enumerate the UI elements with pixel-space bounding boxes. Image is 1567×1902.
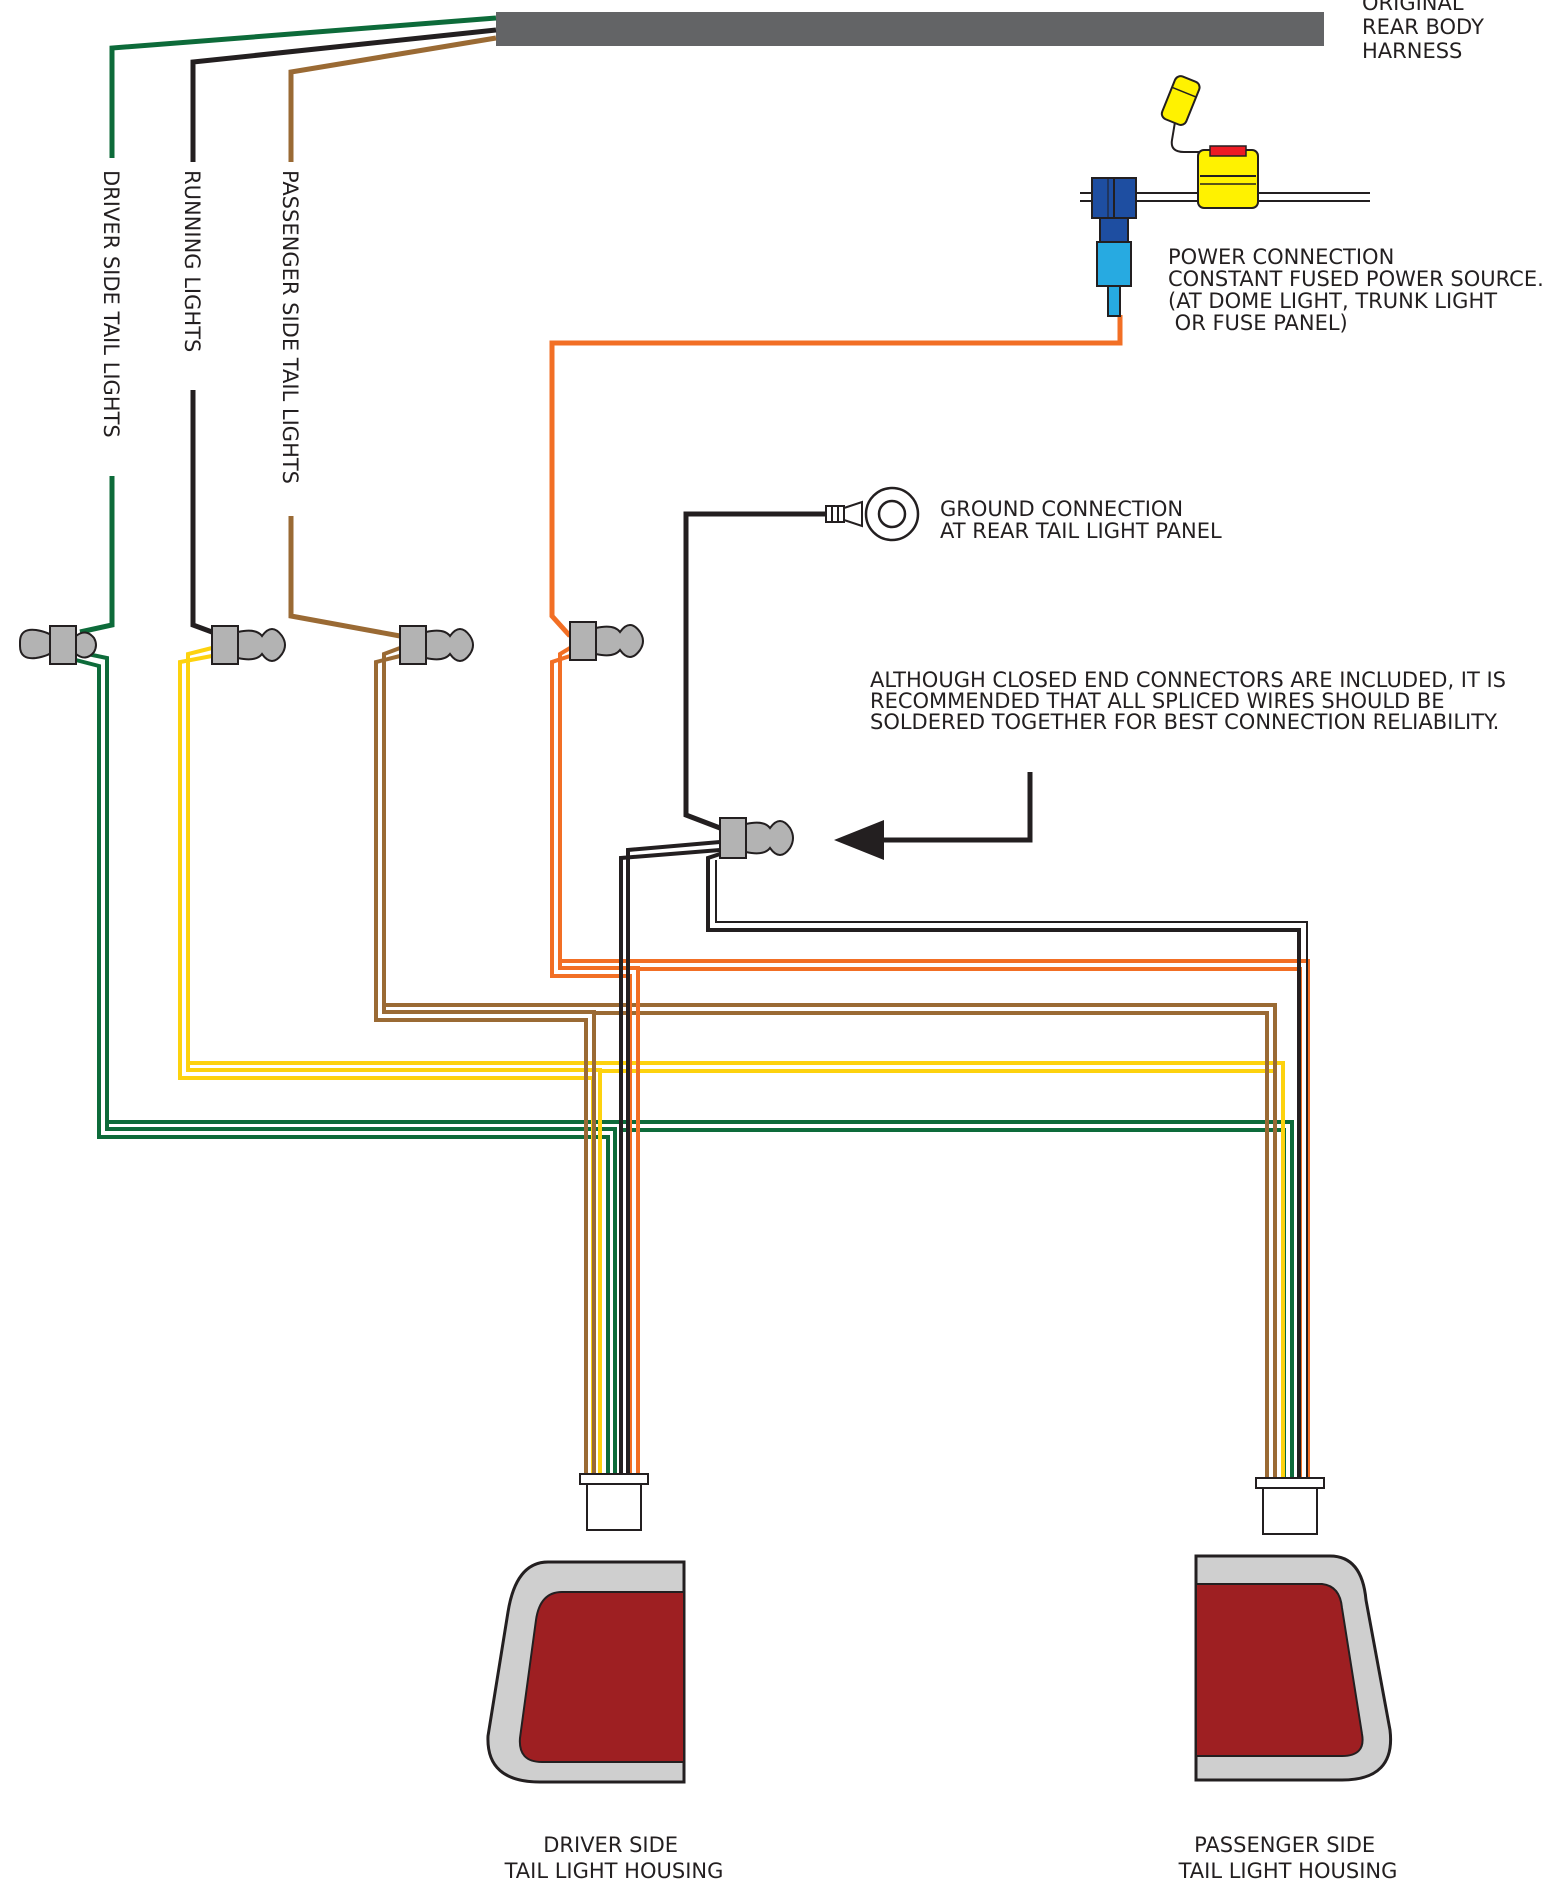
ground-connection-label: GROUND CONNECTION AT REAR TAIL LIGHT PAN… (940, 497, 1222, 543)
wire-green-passenger (107, 1120, 1294, 1482)
wire-black-ground-driver-b (619, 848, 721, 1478)
driver-housing-label: DRIVER SIDE TAIL LIGHT HOUSING (504, 1833, 724, 1883)
power-connection-label: POWER CONNECTION CONSTANT FUSED POWER SO… (1168, 245, 1550, 335)
harness-label: ORIGINAL REAR BODY HARNESS (1362, 0, 1491, 63)
wire-green-driver-b (67, 656, 610, 1478)
passenger-housing-plug (1255, 1477, 1325, 1535)
wire-black-mid (190, 390, 213, 635)
splice-connector-ground (719, 817, 794, 859)
passenger-side-tail-lights-label: PASSENGER SIDE TAIL LIGHTS (278, 170, 302, 484)
splice-connector-orange (569, 621, 644, 661)
note-arrow-line (872, 772, 1033, 843)
soldering-note: ALTHOUGH CLOSED END CONNECTORS ARE INCLU… (870, 668, 1513, 734)
wire-orange-driver (558, 646, 640, 1478)
fuse-tap (1080, 75, 1370, 209)
splice-connector-green (19, 625, 97, 665)
wire-green-passenger-b (620, 1128, 1286, 1482)
wire-brown-driver (382, 646, 596, 1478)
blue-tap-connector (1091, 177, 1137, 317)
driver-housing-plug (579, 1473, 649, 1531)
wire-black-ground-driver (626, 840, 721, 1478)
wire-orange-passenger (560, 959, 1310, 1482)
wire-yellow-driver (186, 646, 602, 1478)
wire-orange-passenger-b (638, 967, 1302, 1482)
ring-terminal (825, 486, 920, 542)
note-arrow-head (834, 820, 884, 860)
driver-tail-light-housing (486, 1560, 686, 1784)
wire-black-ground-passenger-b (715, 860, 1308, 1482)
rear-body-harness (496, 12, 1324, 46)
passenger-tail-light-housing (1194, 1554, 1393, 1782)
wire-orange-power (549, 315, 1123, 638)
splice-connector-black (211, 625, 286, 665)
wire-brown-mid (288, 516, 401, 639)
wire-yellow-passenger-b (600, 1069, 1277, 1482)
wire-brown-passenger-b (594, 1011, 1269, 1482)
wire-green-top (109, 15, 497, 158)
passenger-housing-label: PASSENGER SIDE TAIL LIGHT HOUSING (1178, 1833, 1398, 1883)
wire-brown-passenger (384, 1003, 1277, 1482)
wire-green-mid (79, 476, 115, 635)
wire-black-ground-passenger (706, 852, 1301, 1482)
driver-side-tail-lights-label: DRIVER SIDE TAIL LIGHTS (99, 170, 123, 438)
wire-black-top (190, 27, 497, 162)
wire-yellow-driver-b (178, 654, 595, 1478)
running-lights-label: RUNNING LIGHTS (180, 170, 204, 352)
wire-yellow-passenger (188, 1061, 1285, 1482)
wire-black-ground (683, 511, 830, 831)
wire-green-driver (67, 648, 617, 1478)
splice-connector-brown (399, 625, 474, 665)
wire-brown-driver-b (374, 654, 588, 1478)
wire-brown-top (288, 35, 497, 162)
